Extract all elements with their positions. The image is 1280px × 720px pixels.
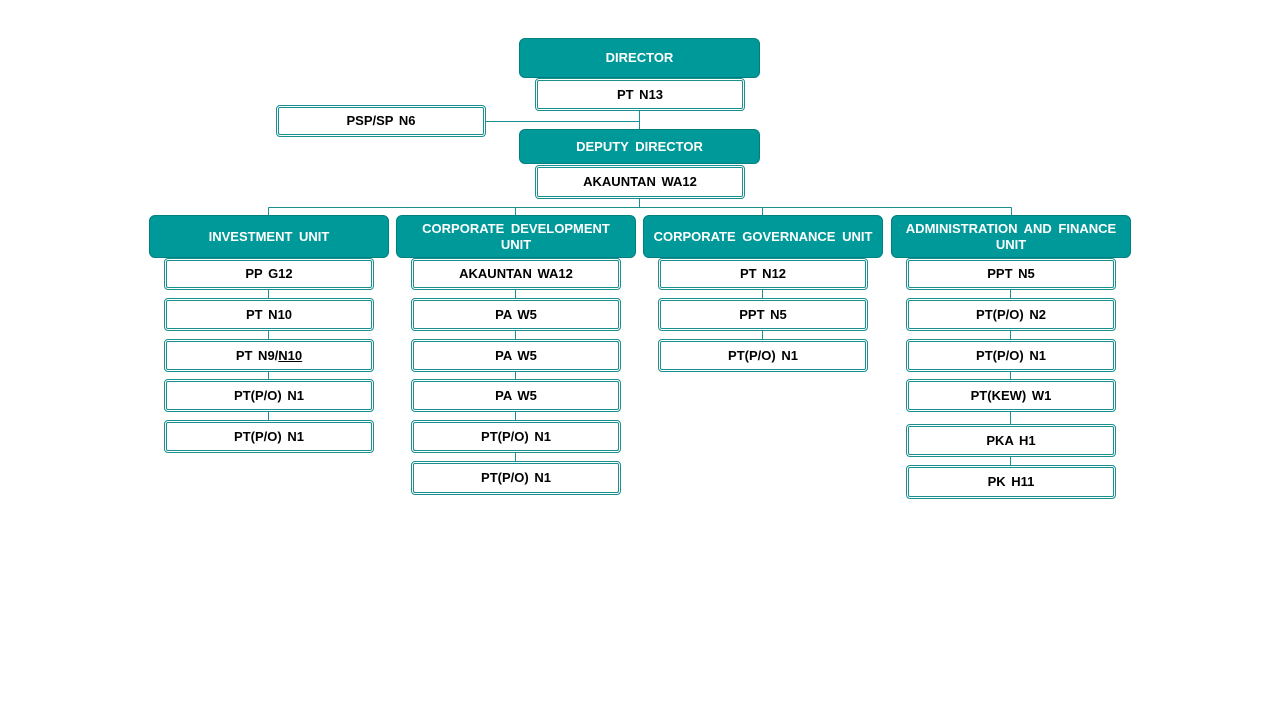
post-box-pt-n9: PT N9/N10	[164, 339, 374, 372]
post-box: PKA H1	[906, 424, 1116, 457]
post-box: PA W5	[411, 298, 621, 331]
post-box: PT(P/O) N1	[658, 339, 868, 372]
post-text-underlined: N10	[278, 347, 303, 363]
post-box: AKAUNTAN WA12	[411, 258, 621, 290]
deputy-director-header: DEPUTY DIRECTOR	[519, 129, 760, 164]
post-box: PT(P/O) N1	[164, 379, 374, 412]
unit-header-investment: INVESTMENT UNIT	[149, 215, 389, 258]
unit-header-corporate-development: CORPORATE DEVELOPMENT UNIT	[396, 215, 636, 258]
post-box: PPT N5	[658, 298, 868, 331]
post-box: PPT N5	[906, 258, 1116, 290]
post-box: PK H11	[906, 465, 1116, 499]
post-box: PT(P/O) N1	[411, 420, 621, 453]
post-box: PA W5	[411, 339, 621, 372]
side-post-box: PSP/SP N6	[276, 105, 486, 137]
director-header: DIRECTOR	[519, 38, 760, 78]
post-box: PT(P/O) N1	[906, 339, 1116, 372]
post-box: PP G12	[164, 258, 374, 290]
post-box: PT(P/O) N2	[906, 298, 1116, 331]
post-box: PT(KEW) W1	[906, 379, 1116, 412]
unit-header-administration-finance: ADMINISTRATION AND FINANCE UNIT	[891, 215, 1131, 258]
director-post-box: PT N13	[535, 78, 745, 111]
post-text: PT N9/	[235, 347, 279, 363]
post-box: PA W5	[411, 379, 621, 412]
post-box: PT(P/O) N1	[164, 420, 374, 453]
post-box: PT N12	[658, 258, 868, 290]
deputy-post-box: AKAUNTAN WA12	[535, 165, 745, 199]
post-box: PT N10	[164, 298, 374, 331]
unit-header-corporate-governance: CORPORATE GOVERNANCE UNIT	[643, 215, 883, 258]
post-box: PT(P/O) N1	[411, 461, 621, 495]
